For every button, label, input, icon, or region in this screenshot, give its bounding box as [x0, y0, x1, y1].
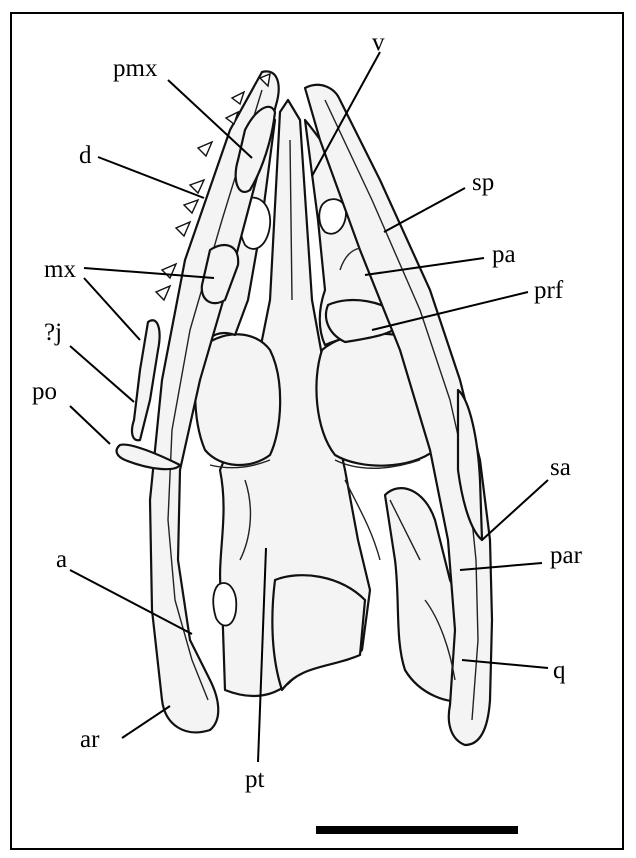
- label-qj: ?j: [44, 319, 62, 346]
- label-sp: sp: [472, 169, 494, 196]
- label-v: v: [372, 29, 385, 56]
- label-pa: pa: [492, 241, 516, 268]
- label-mx: mx: [44, 256, 76, 283]
- label-q: q: [553, 657, 566, 684]
- label-a: a: [56, 546, 67, 573]
- lower-left-vacuity: [213, 583, 236, 626]
- label-prf: prf: [534, 277, 564, 304]
- label-ar: ar: [80, 726, 100, 753]
- label-pmx: pmx: [113, 55, 158, 82]
- label-pt: pt: [245, 766, 265, 793]
- label-po: po: [32, 378, 57, 405]
- right-vacuity: [319, 199, 346, 234]
- label-par: par: [550, 542, 583, 569]
- label-d: d: [79, 142, 92, 169]
- label-sa: sa: [550, 454, 571, 481]
